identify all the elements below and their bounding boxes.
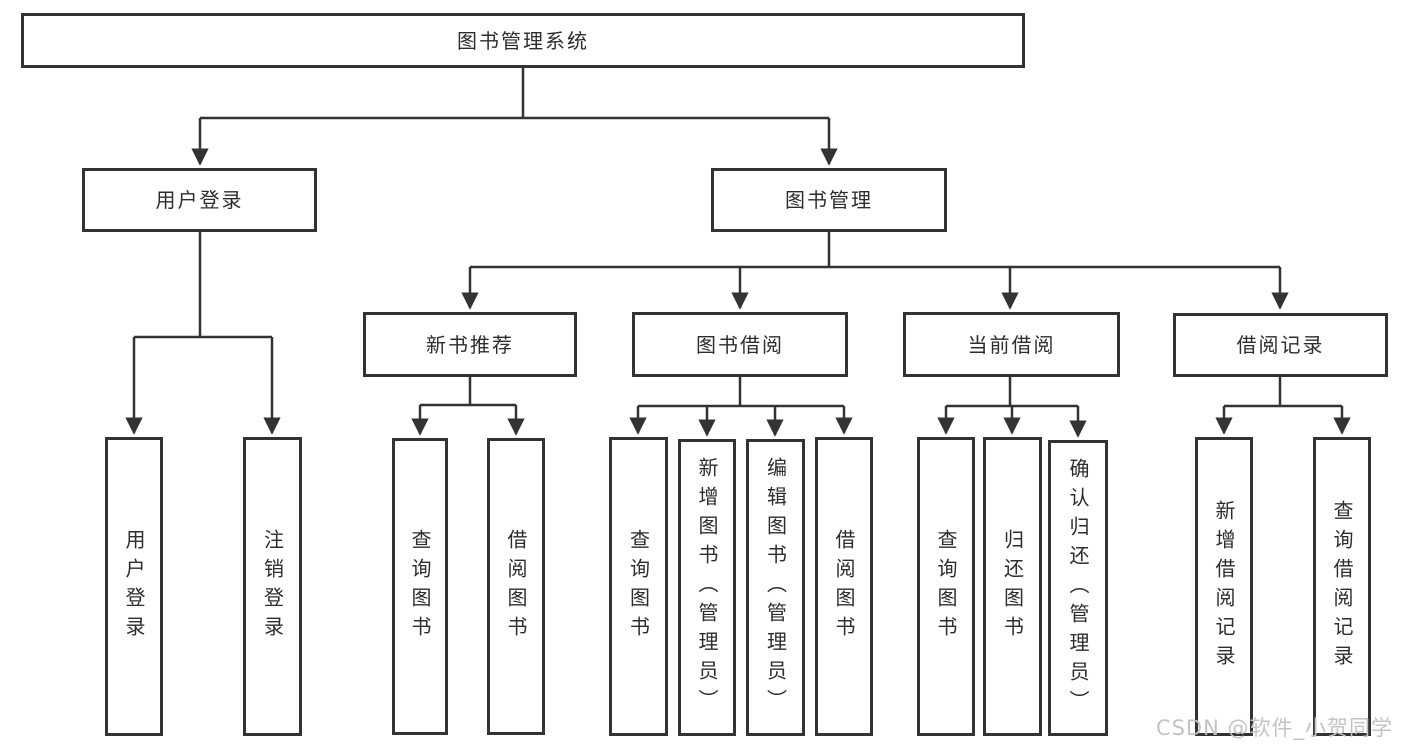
node-leaf-confirm-return-admin: 确认归还（管理员） xyxy=(1048,440,1108,736)
node-leaf-return-book: 归还图书 xyxy=(983,437,1042,736)
node-leaf-query-borrow-record: 查询借阅记录 xyxy=(1313,437,1371,736)
node-leaf-edit-book-admin: 编辑图书（管理员） xyxy=(746,439,805,736)
node-leaf-current-query-book: 查询图书 xyxy=(917,437,975,736)
node-leaf-borrow-book: 借阅图书 xyxy=(815,437,873,736)
node-leaf-borrow-query-book: 查询图书 xyxy=(609,437,668,736)
node-current-borrow: 当前借阅 xyxy=(903,312,1120,377)
node-leaf-add-book-admin: 新增图书（管理员） xyxy=(678,439,736,736)
node-user-login: 用户登录 xyxy=(82,168,317,232)
node-borrow-records: 借阅记录 xyxy=(1173,313,1388,377)
node-new-book-recommend: 新书推荐 xyxy=(363,312,577,377)
node-leaf-user-login: 用户登录 xyxy=(105,437,163,736)
node-root-system: 图书管理系统 xyxy=(21,13,1025,68)
node-leaf-recommend-borrow-book: 借阅图书 xyxy=(487,438,545,735)
node-leaf-add-borrow-record: 新增借阅记录 xyxy=(1195,437,1253,736)
node-leaf-logout: 注销登录 xyxy=(243,437,302,736)
csdn-watermark: CSDN @软件_小贺同学 xyxy=(1155,716,1393,740)
node-book-borrow: 图书借阅 xyxy=(632,312,848,377)
node-leaf-recommend-query-book: 查询图书 xyxy=(392,438,448,735)
node-book-management: 图书管理 xyxy=(711,168,947,232)
